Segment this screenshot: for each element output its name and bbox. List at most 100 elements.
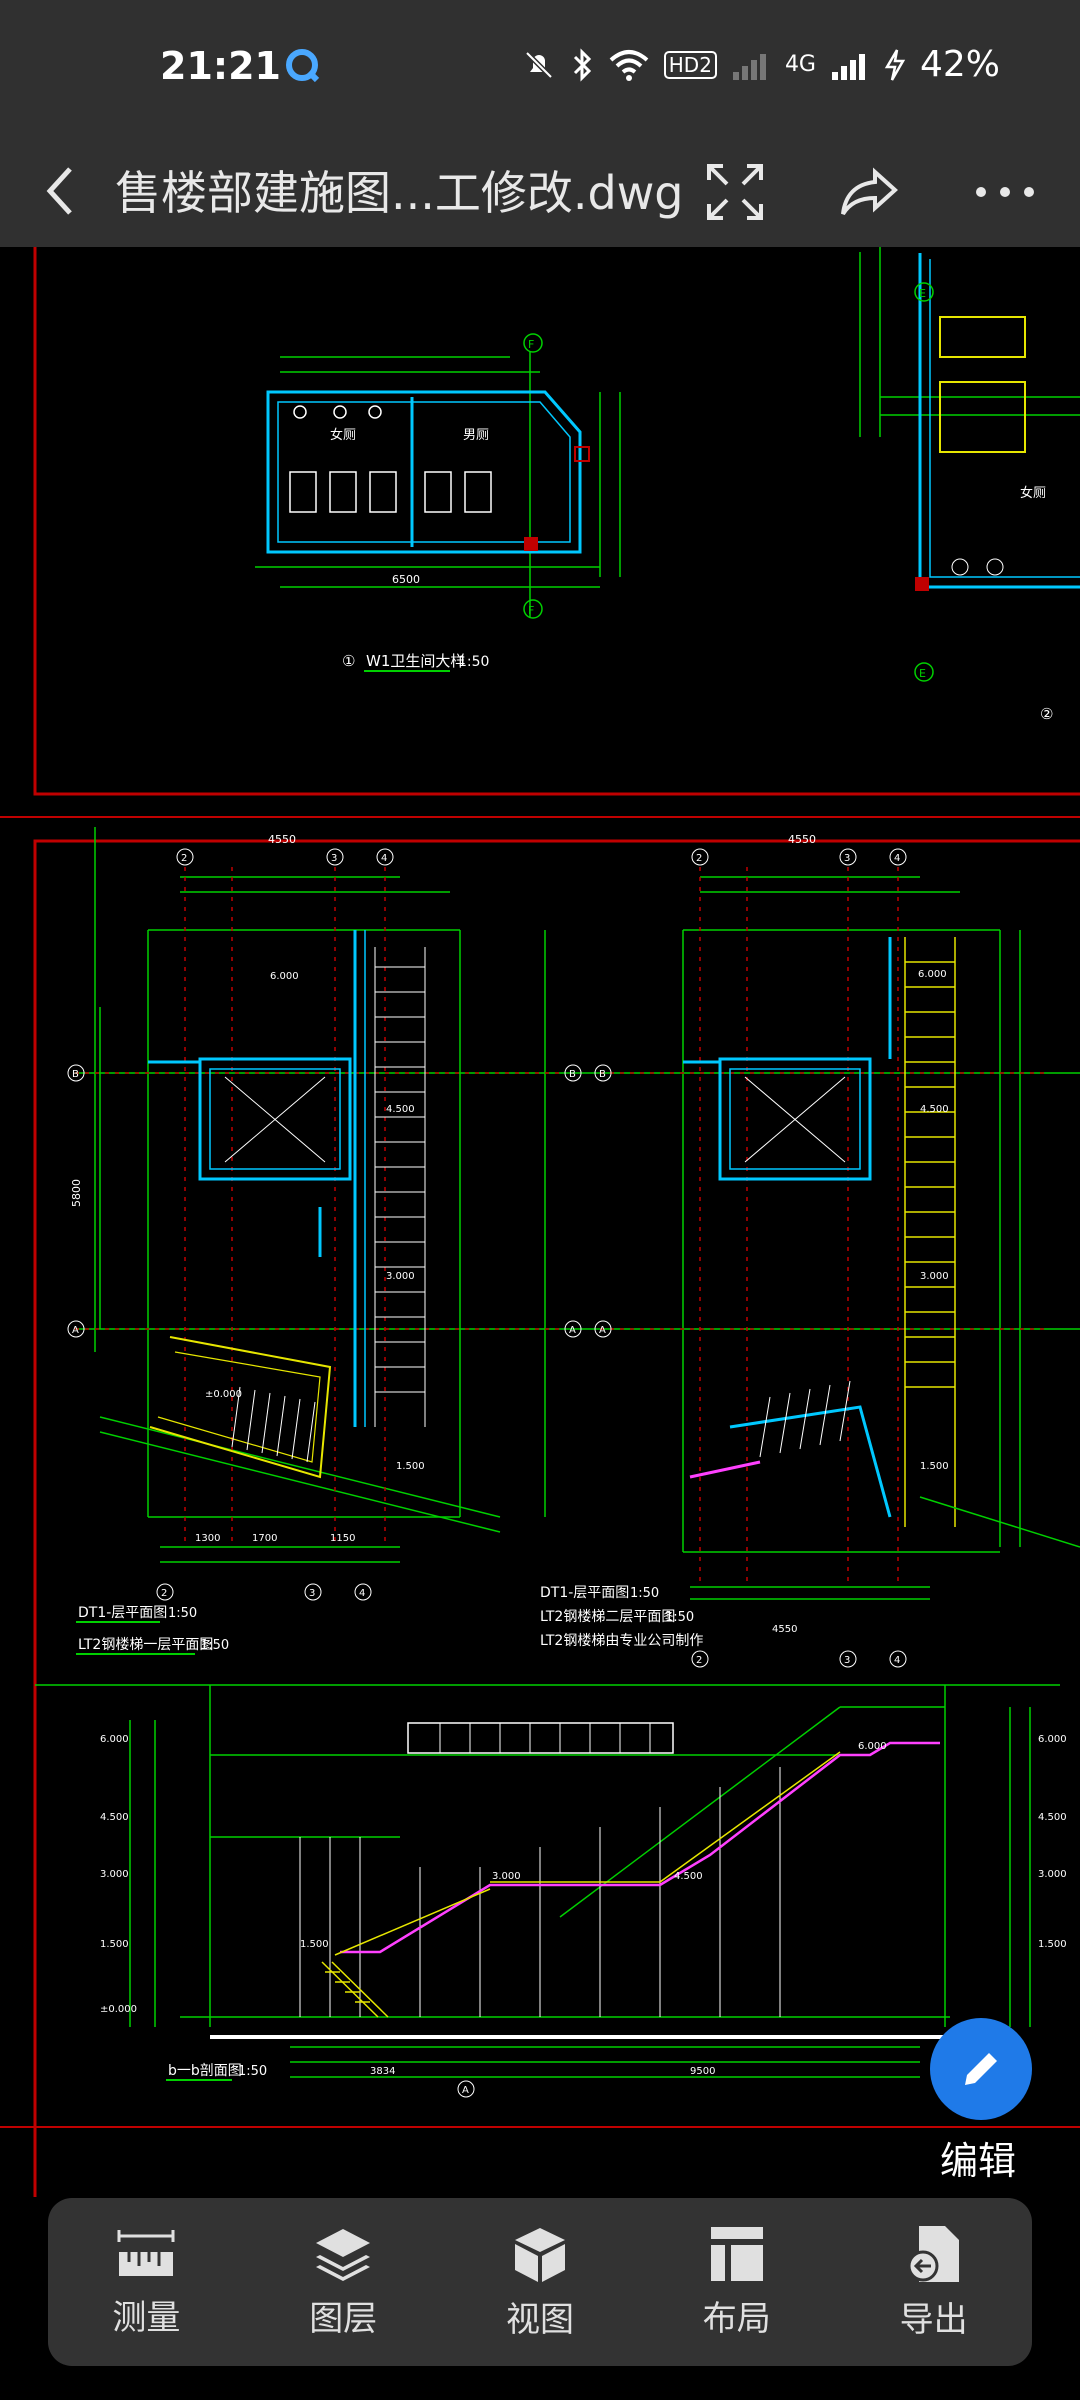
bottom-toolbar: 测量 图层 视图 布局 导出 (48, 2198, 1032, 2366)
svg-text:B: B (72, 1069, 79, 1080)
svg-text:A: A (462, 2085, 469, 2096)
wifi-icon (609, 49, 649, 81)
svg-text:4.500: 4.500 (386, 1104, 415, 1115)
share-button[interactable] (830, 157, 910, 227)
svg-text:1:50: 1:50 (200, 1638, 229, 1653)
section-stair-profile (340, 1741, 940, 1954)
measure-button[interactable]: 测量 (66, 2226, 226, 2339)
bluetooth-icon (573, 47, 591, 82)
svg-text:4.500: 4.500 (920, 1104, 949, 1115)
share-icon (841, 167, 898, 216)
cube-icon (514, 2227, 565, 2282)
restroom-detail-plan (255, 352, 621, 617)
svg-text:A: A (599, 1325, 606, 1336)
top-toolbar: 售楼部建施图...工修改.dwg (0, 135, 1080, 249)
svg-text:2: 2 (161, 1588, 167, 1599)
layout-icon (710, 2226, 763, 2281)
svg-text:3: 3 (844, 1655, 850, 1666)
restroom-walls (266, 390, 582, 554)
signal-icon (831, 53, 865, 80)
expand-icon (707, 164, 763, 220)
svg-text:4.500: 4.500 (674, 1871, 703, 1882)
fullscreen-button[interactable] (700, 157, 770, 227)
svg-text:1.500: 1.500 (300, 1939, 329, 1950)
sheet-frame-top (33, 247, 1080, 796)
caption-restroom: W1卫生间大样 (366, 652, 465, 670)
restroom-fixtures (289, 405, 492, 513)
svg-text:E: E (919, 287, 926, 300)
export-label: 导出 (899, 2299, 968, 2340)
status-time: 21:21 (160, 44, 281, 88)
stair-plan-right (600, 867, 1080, 1600)
stair-plan-left (75, 827, 600, 1563)
signal-weak-icon (732, 53, 766, 80)
status-icons: HD2 4G 42% (522, 44, 1000, 85)
svg-text:3834: 3834 (370, 2066, 395, 2077)
layout-label: 布局 (702, 2298, 771, 2339)
layout-button[interactable]: 布局 (657, 2225, 817, 2340)
svg-text:3.000: 3.000 (386, 1271, 415, 1282)
pencil-icon (965, 2053, 997, 2085)
network-type: 4G (784, 52, 816, 77)
charging-icon (884, 48, 906, 81)
svg-text:4: 4 (381, 853, 387, 864)
svg-text:1300: 1300 (195, 1533, 220, 1544)
svg-text:4550: 4550 (788, 833, 816, 846)
svg-text:6.000: 6.000 (918, 969, 947, 980)
svg-text:1.500: 1.500 (396, 1461, 425, 1472)
svg-text:4: 4 (894, 853, 900, 864)
layers-icon (316, 2228, 371, 2281)
section-b-b (35, 1684, 1060, 2078)
file-title: 售楼部建施图...工修改.dwg (115, 166, 684, 220)
svg-text:F: F (528, 338, 534, 351)
svg-text:9500: 9500 (690, 2066, 715, 2077)
svg-text:1.500: 1.500 (100, 1939, 129, 1950)
svg-text:4.500: 4.500 (1038, 1812, 1067, 1823)
view-button[interactable]: 视图 (460, 2224, 620, 2341)
drawing-canvas[interactable]: 女厕 男厕 6500 F F ① W1卫生间大样 1:50 女厕 E E ② (0, 247, 1080, 2197)
cad-drawing: 女厕 男厕 6500 F F ① W1卫生间大样 1:50 女厕 E E ② (0, 247, 1080, 2197)
svg-text:5800: 5800 (70, 1179, 83, 1207)
svg-text:3.000: 3.000 (920, 1271, 949, 1282)
svg-text:3: 3 (331, 853, 337, 864)
svg-text:女厕: 女厕 (1020, 485, 1046, 501)
svg-text:1150: 1150 (330, 1533, 355, 1544)
right-stair-flight (904, 937, 956, 1527)
mute-icon (524, 50, 553, 79)
svg-text:3: 3 (309, 1588, 315, 1599)
svg-text:4550: 4550 (772, 1624, 797, 1635)
svg-text:6.000: 6.000 (270, 971, 299, 982)
svg-text:1:50: 1:50 (458, 654, 489, 670)
caption-lt2-right: LT2钢楼梯二层平面图 (540, 1609, 675, 1625)
svg-text:6.000: 6.000 (858, 1741, 887, 1752)
svg-text:E: E (919, 667, 926, 680)
svg-text:4.500: 4.500 (100, 1812, 129, 1823)
edit-label: 编辑 (940, 2139, 1017, 2183)
svg-text:±0.000: ±0.000 (100, 2004, 137, 2015)
caption-section: b一b剖面图 (168, 2063, 242, 2079)
svg-text:B: B (569, 1069, 576, 1080)
svg-text:3.000: 3.000 (100, 1869, 129, 1880)
svg-text:1700: 1700 (252, 1533, 277, 1544)
export-icon (907, 2225, 959, 2282)
svg-text:1.500: 1.500 (1038, 1939, 1067, 1950)
edit-button[interactable] (930, 2018, 1032, 2120)
svg-text:B: B (599, 1069, 606, 1080)
caption-dt1-left: DT1-层平面图 (78, 1605, 167, 1621)
export-button[interactable]: 导出 (854, 2224, 1014, 2341)
svg-text:4: 4 (359, 1588, 365, 1599)
back-arrow-icon (46, 167, 72, 215)
battery-level: 42% (919, 44, 1000, 85)
label-male: 男厕 (463, 428, 489, 443)
svg-text:3.000: 3.000 (1038, 1869, 1067, 1880)
more-button[interactable] (965, 157, 1045, 227)
back-button[interactable] (30, 161, 90, 221)
layers-button[interactable]: 图层 (263, 2225, 423, 2340)
svg-text:A: A (569, 1325, 576, 1336)
caption-dt1-right: DT1-层平面图 (540, 1585, 629, 1601)
svg-text:F: F (528, 604, 534, 617)
svg-text:6.000: 6.000 (1038, 1734, 1067, 1745)
svg-text:1:50: 1:50 (630, 1586, 659, 1601)
left-stair-treads (375, 966, 425, 1393)
app-notification-icon (285, 48, 321, 88)
